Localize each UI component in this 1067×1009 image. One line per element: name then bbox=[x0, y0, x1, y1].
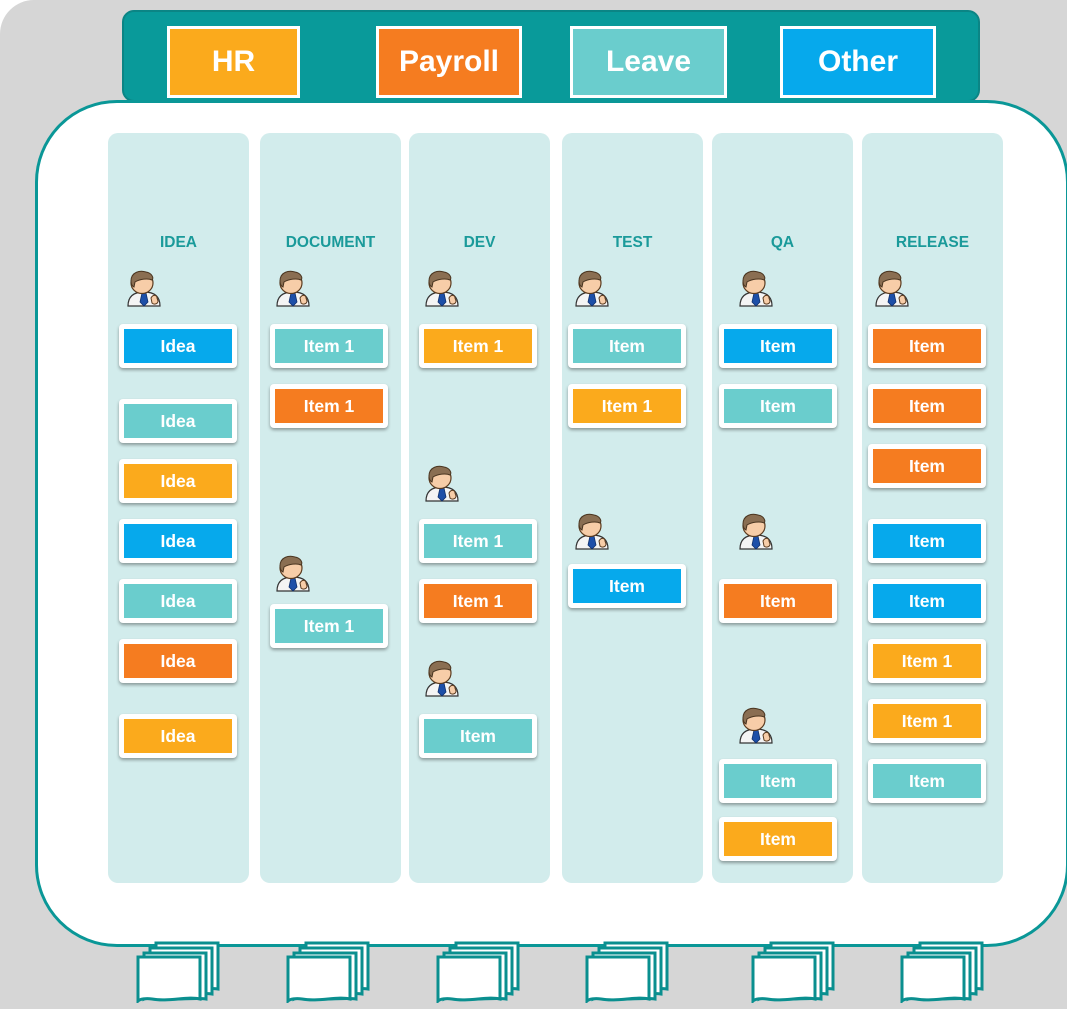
card-label: Item bbox=[573, 329, 681, 363]
card[interactable]: Item bbox=[719, 817, 837, 861]
column-title-document: DOCUMENT bbox=[285, 234, 376, 251]
column-qa bbox=[712, 133, 853, 883]
person-icon bbox=[273, 553, 313, 593]
card-label: Item bbox=[873, 329, 981, 363]
card-label: Item 1 bbox=[275, 329, 383, 363]
card-label: Idea bbox=[124, 329, 232, 363]
person-icon bbox=[273, 268, 313, 308]
card-label: Idea bbox=[124, 464, 232, 498]
column-title-test: TEST bbox=[612, 234, 653, 251]
column-release bbox=[862, 133, 1003, 883]
card[interactable]: Idea bbox=[119, 579, 237, 623]
person-icon bbox=[422, 463, 462, 503]
card-label: Item bbox=[873, 389, 981, 423]
card[interactable]: Item bbox=[868, 444, 986, 488]
document-stack-icon bbox=[585, 941, 679, 1003]
card[interactable]: Item 1 bbox=[868, 639, 986, 683]
person-icon bbox=[572, 511, 612, 551]
card[interactable]: Idea bbox=[119, 399, 237, 443]
card-label: Idea bbox=[124, 644, 232, 678]
card-label: Item bbox=[724, 822, 832, 856]
card[interactable]: Item bbox=[868, 324, 986, 368]
card-label: Item bbox=[873, 524, 981, 558]
card[interactable]: Item bbox=[719, 384, 837, 428]
card-label: Item 1 bbox=[275, 609, 383, 643]
card[interactable]: Item 1 bbox=[270, 324, 388, 368]
card[interactable]: Item bbox=[868, 384, 986, 428]
column-title-release: RELEASE bbox=[895, 234, 970, 251]
column-idea bbox=[108, 133, 249, 883]
column-dev bbox=[409, 133, 550, 883]
card-label: Item 1 bbox=[424, 584, 532, 618]
card[interactable]: Idea bbox=[119, 714, 237, 758]
person-icon bbox=[736, 511, 776, 551]
column-document bbox=[260, 133, 401, 883]
legend-hr: HR bbox=[167, 26, 300, 98]
card[interactable]: Item 1 bbox=[419, 519, 537, 563]
card[interactable]: Item 1 bbox=[568, 384, 686, 428]
card-label: Item 1 bbox=[873, 704, 981, 738]
card[interactable]: Item bbox=[419, 714, 537, 758]
card[interactable]: Item bbox=[868, 579, 986, 623]
card[interactable]: Item 1 bbox=[270, 384, 388, 428]
document-stack-icon bbox=[436, 941, 530, 1003]
document-stack-icon bbox=[751, 941, 845, 1003]
card[interactable]: Item bbox=[868, 759, 986, 803]
column-title-dev: DEV bbox=[463, 234, 496, 251]
column-test bbox=[562, 133, 703, 883]
card-label: Item bbox=[424, 719, 532, 753]
card[interactable]: Idea bbox=[119, 639, 237, 683]
card[interactable]: Item 1 bbox=[419, 324, 537, 368]
card-label: Item 1 bbox=[424, 524, 532, 558]
person-icon bbox=[572, 268, 612, 308]
card-label: Item bbox=[873, 764, 981, 798]
card-label: Item bbox=[724, 584, 832, 618]
card[interactable]: Item bbox=[719, 324, 837, 368]
card-label: Item bbox=[873, 584, 981, 618]
card-label: Item bbox=[573, 569, 681, 603]
card[interactable]: Idea bbox=[119, 519, 237, 563]
card-label: Item 1 bbox=[573, 389, 681, 423]
card-label: Idea bbox=[124, 719, 232, 753]
legend-leave: Leave bbox=[570, 26, 727, 98]
card[interactable]: Item 1 bbox=[270, 604, 388, 648]
person-icon bbox=[422, 268, 462, 308]
person-icon bbox=[736, 268, 776, 308]
document-stack-icon bbox=[900, 941, 994, 1003]
card-label: Item bbox=[724, 764, 832, 798]
card[interactable]: Item bbox=[868, 519, 986, 563]
card-label: Idea bbox=[124, 584, 232, 618]
card-label: Idea bbox=[124, 524, 232, 558]
card[interactable]: Item 1 bbox=[419, 579, 537, 623]
card-label: Item 1 bbox=[424, 329, 532, 363]
document-stack-icon bbox=[136, 941, 230, 1003]
card[interactable]: Item bbox=[568, 564, 686, 608]
card-label: Item bbox=[873, 449, 981, 483]
card-label: Item 1 bbox=[873, 644, 981, 678]
card-label: Item bbox=[724, 329, 832, 363]
column-title-idea: IDEA bbox=[159, 234, 198, 251]
card-label: Idea bbox=[124, 404, 232, 438]
card[interactable]: Item 1 bbox=[868, 699, 986, 743]
column-title-qa: QA bbox=[770, 234, 795, 251]
legend-other: Other bbox=[780, 26, 936, 98]
card[interactable]: Item bbox=[568, 324, 686, 368]
person-icon bbox=[872, 268, 912, 308]
document-stack-icon bbox=[286, 941, 380, 1003]
person-icon bbox=[124, 268, 164, 308]
card[interactable]: Idea bbox=[119, 459, 237, 503]
person-icon bbox=[736, 705, 776, 745]
card-label: Item bbox=[724, 389, 832, 423]
legend-payroll: Payroll bbox=[376, 26, 522, 98]
card[interactable]: Item bbox=[719, 579, 837, 623]
card-label: Item 1 bbox=[275, 389, 383, 423]
card[interactable]: Item bbox=[719, 759, 837, 803]
card[interactable]: Idea bbox=[119, 324, 237, 368]
person-icon bbox=[422, 658, 462, 698]
